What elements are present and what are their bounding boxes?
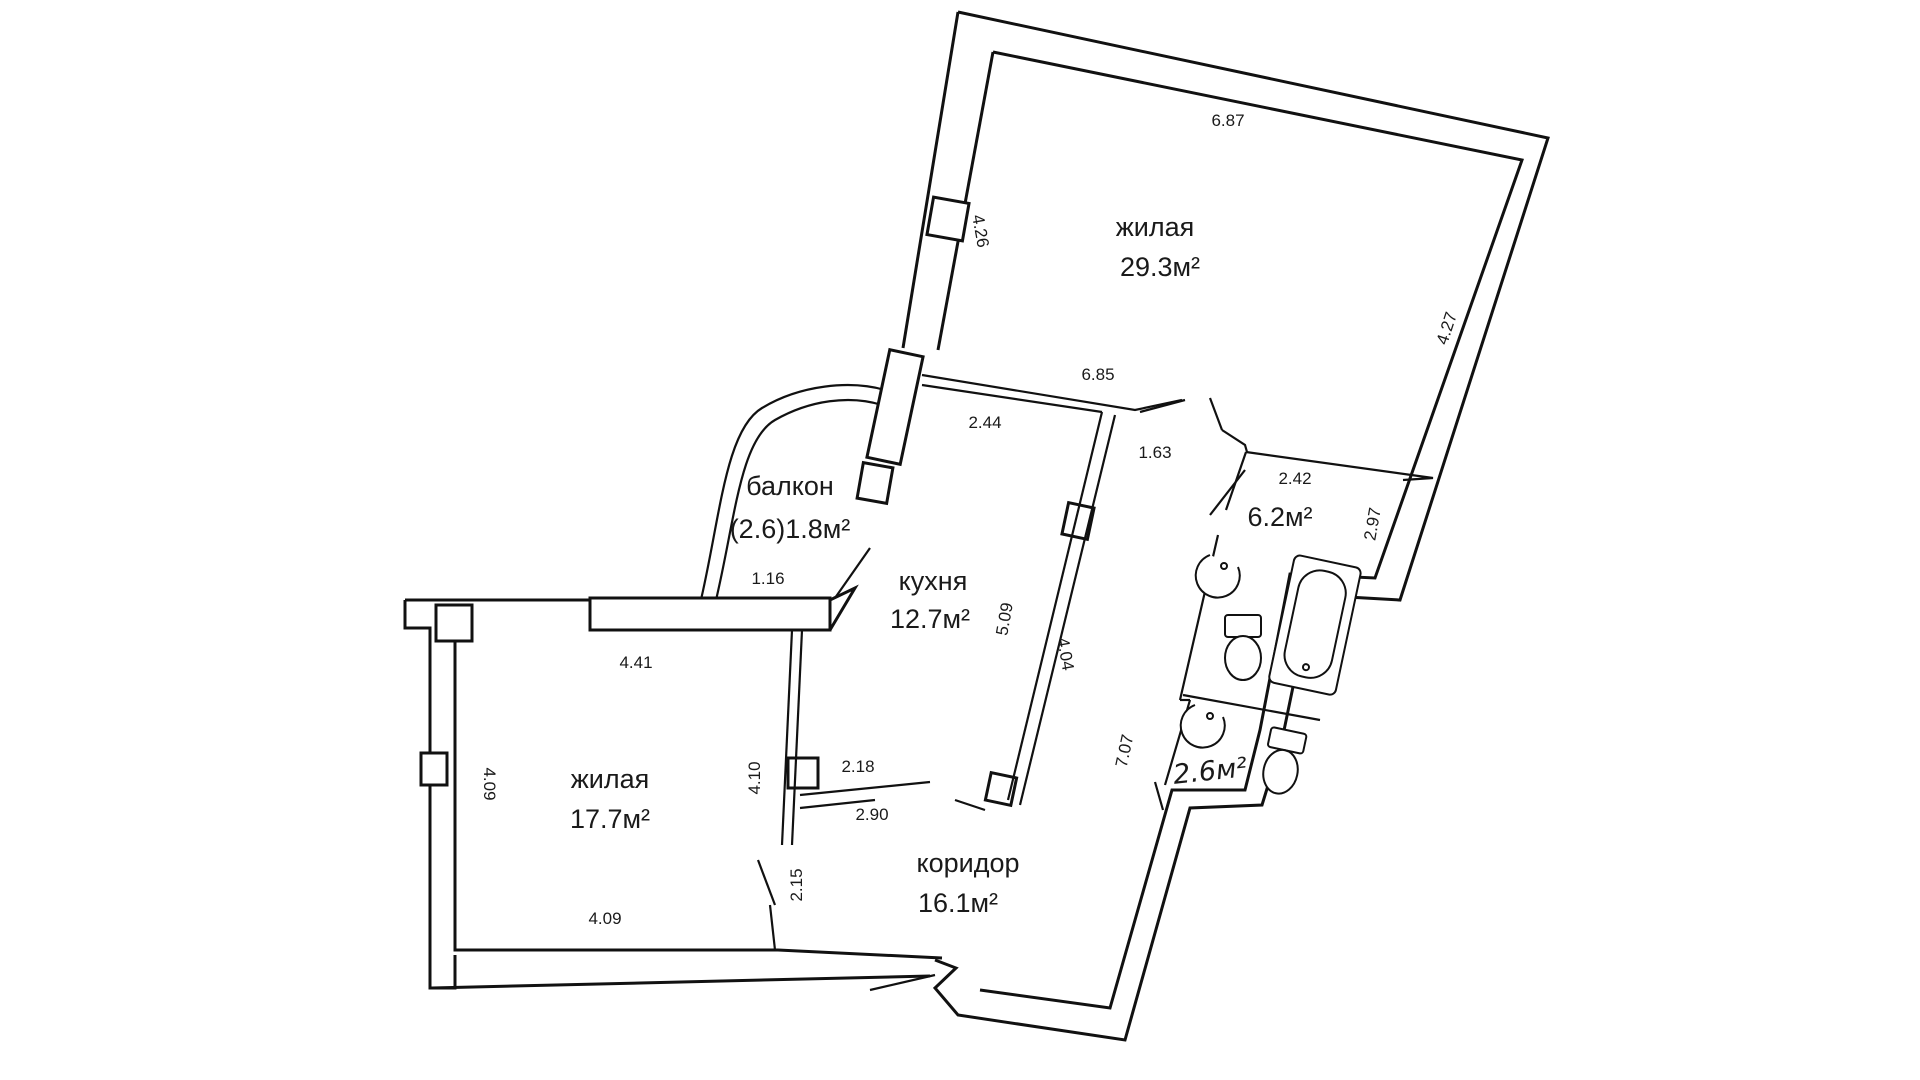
- dim-2-42: 2.42: [1278, 469, 1311, 488]
- outer-walls: [403, 10, 1550, 1042]
- room-area-bathroom: 6.2м²: [1247, 502, 1312, 532]
- room-area-balcony: (2.6)1.8м²: [730, 514, 851, 544]
- dim-4-09-left: 4.09: [480, 767, 499, 800]
- dim-7-07: 7.07: [1112, 733, 1137, 769]
- dim-2-97: 2.97: [1360, 506, 1384, 542]
- room-name-kitchen: кухня: [899, 566, 968, 596]
- dim-6-85: 6.85: [1081, 365, 1114, 384]
- room-name-balcony: балкон: [746, 471, 834, 501]
- dim-4-09-bottom: 4.09: [588, 909, 621, 928]
- dim-4-26: 4.26: [968, 213, 992, 249]
- room-area-living-small: 17.7м²: [570, 804, 650, 834]
- dim-4-41: 4.41: [619, 653, 652, 672]
- fixtures: [1179, 554, 1362, 795]
- windows: [419, 195, 1096, 808]
- dim-1-63: 1.63: [1138, 443, 1171, 462]
- dim-2-44: 2.44: [968, 413, 1001, 432]
- dim-5-09: 5.09: [992, 601, 1016, 637]
- sink-icon: [1194, 554, 1241, 599]
- sink-icon: [1179, 704, 1226, 749]
- room-name-living-large: жилая: [1116, 212, 1195, 242]
- dim-2-15: 2.15: [787, 868, 806, 901]
- room-area-kitchen: 12.7м²: [890, 604, 970, 634]
- room-labels: жилая 29.3м² кухня 12.7м² балкон (2.6)1.…: [570, 212, 1313, 918]
- room-name-corridor: коридор: [916, 848, 1019, 878]
- room-area-corridor: 16.1м²: [918, 888, 998, 918]
- dim-4-04: 4.04: [1053, 636, 1077, 672]
- dim-6-87: 6.87: [1211, 111, 1244, 130]
- dim-1-16: 1.16: [751, 569, 784, 588]
- bathtub-icon: [1268, 554, 1362, 696]
- dimension-labels: 6.87 4.26 4.27 6.85 2.44 1.63 2.42 2.97 …: [480, 111, 1461, 928]
- toilet-icon: [1262, 726, 1308, 795]
- dim-4-10: 4.10: [745, 761, 764, 794]
- room-area-toilet: 2.6м²: [1172, 752, 1249, 791]
- dim-2-90: 2.90: [855, 805, 888, 824]
- dim-2-18: 2.18: [841, 757, 874, 776]
- partitions: [756, 373, 1434, 992]
- toilet-icon: [1224, 614, 1262, 681]
- room-name-living-small: жилая: [571, 764, 650, 794]
- room-area-living-large: 29.3м²: [1120, 252, 1200, 282]
